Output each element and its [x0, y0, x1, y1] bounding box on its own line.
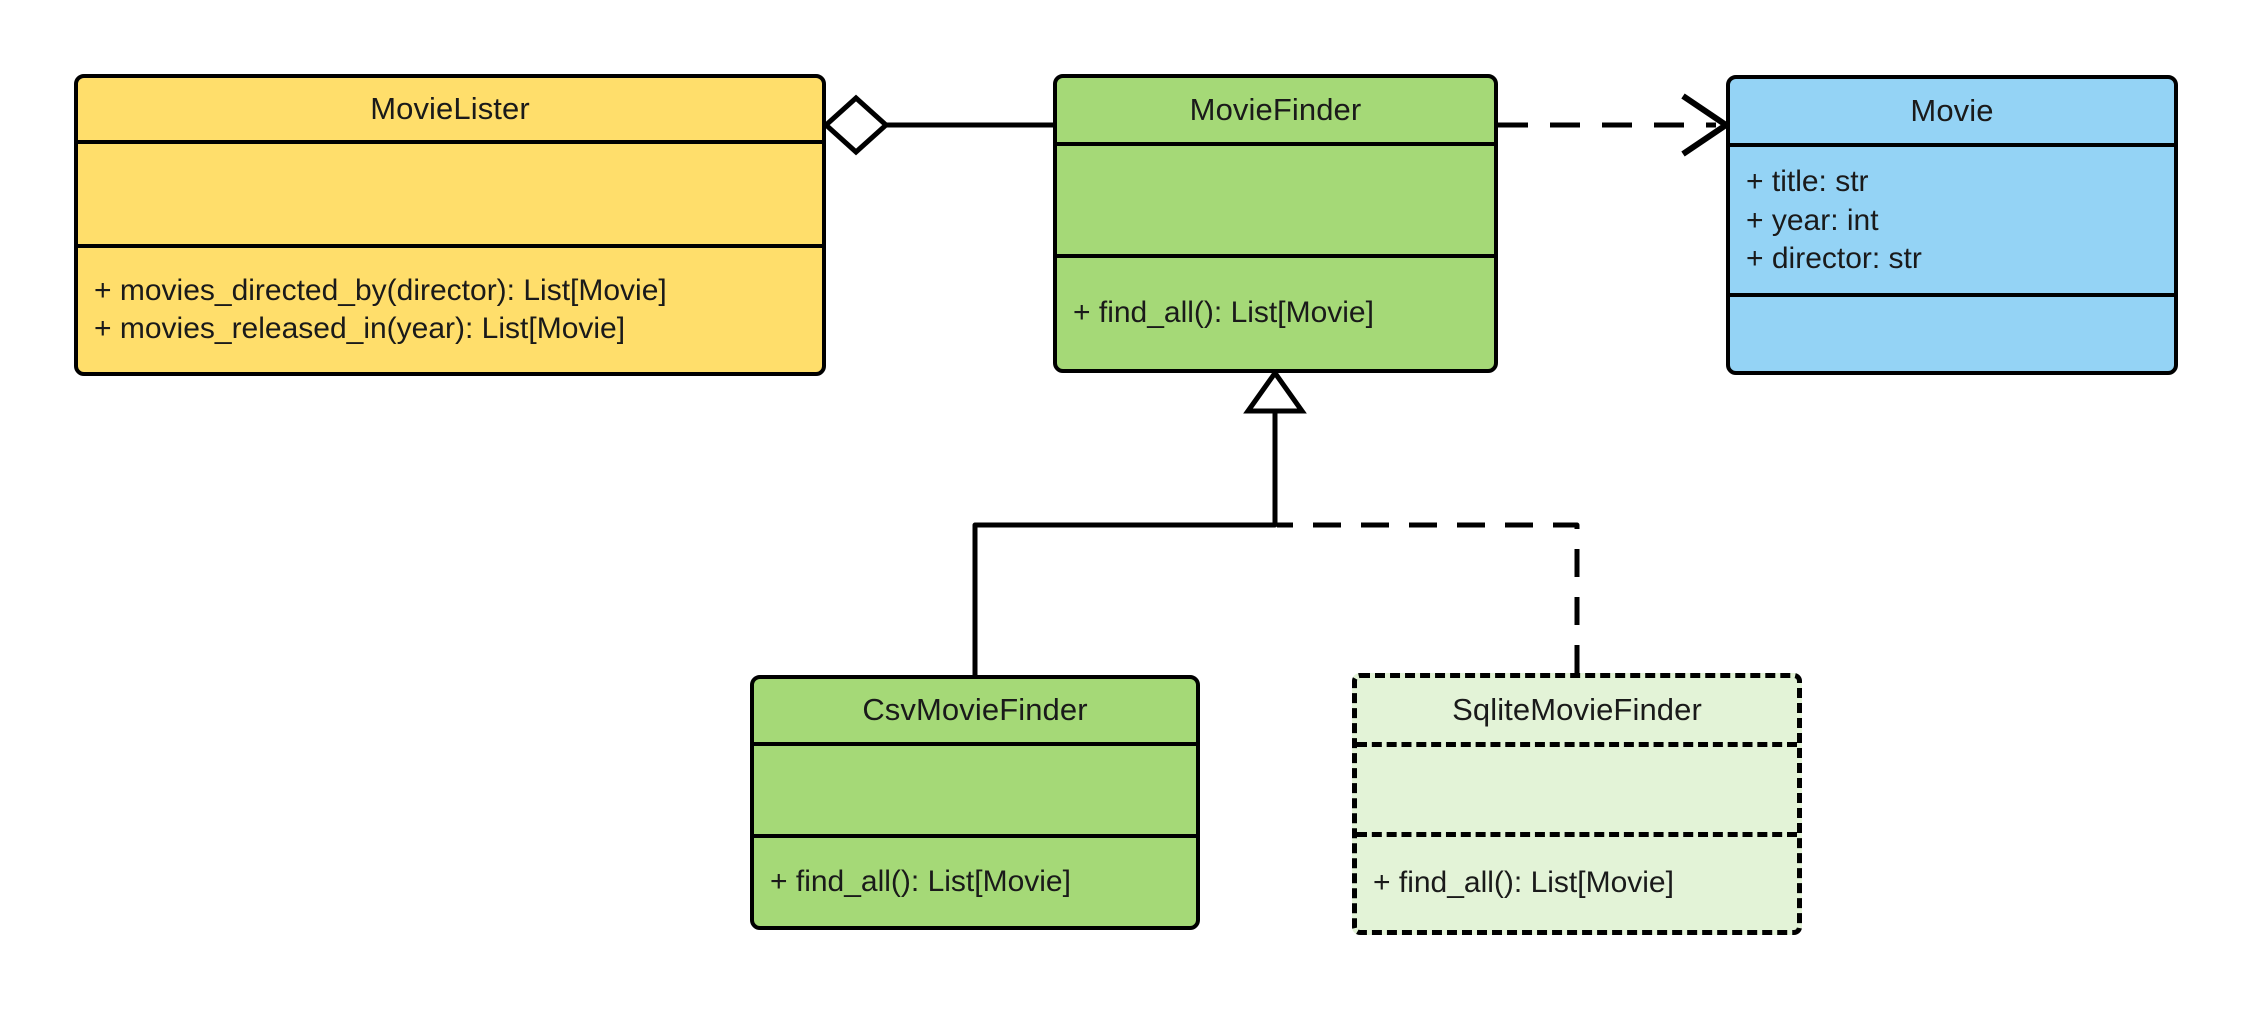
class-name-label: CsvMovieFinder [862, 692, 1088, 728]
class-name-compartment: MovieFinder [1057, 78, 1494, 142]
class-operations-compartment: + movies_directed_by(director): List[Mov… [78, 244, 822, 372]
operation-line: + movies_released_in(year): List[Movie] [94, 312, 626, 345]
operation-line: + find_all(): List[Movie] [770, 864, 1071, 898]
class-operations-compartment: + find_all(): List[Movie] [1357, 832, 1797, 930]
open-arrow-icon [1681, 93, 1732, 157]
class-name-compartment: MovieLister [78, 78, 822, 140]
class-name-label: MovieLister [370, 90, 530, 126]
hollow-diamond-icon [822, 94, 890, 156]
class-box-movie[interactable]: Movie + title: str + year: int + directo… [1726, 75, 2178, 375]
class-name-compartment: CsvMovieFinder [754, 679, 1196, 742]
generalization-solid-line [972, 410, 1278, 675]
operation-line: + find_all(): List[Movie] [1073, 296, 1374, 330]
relationship-aggregation-lister-finder[interactable] [822, 94, 1055, 156]
class-name-compartment: SqliteMovieFinder [1357, 678, 1797, 742]
class-name-label: MovieFinder [1189, 91, 1362, 127]
relationship-generalization-csv-finder[interactable] [972, 368, 1307, 675]
class-box-movie-finder[interactable]: MovieFinder + find_all(): List[Movie] [1053, 74, 1498, 373]
class-box-csv-movie-finder[interactable]: CsvMovieFinder + find_all(): List[Movie] [750, 675, 1200, 930]
class-attributes-compartment [78, 140, 822, 244]
class-name-label: SqliteMovieFinder [1452, 691, 1702, 727]
class-box-sqlite-movie-finder[interactable]: SqliteMovieFinder + find_all(): List[Mov… [1352, 673, 1802, 935]
attribute-line: + year: int [1746, 203, 1879, 237]
hollow-triangle-icon [1243, 368, 1307, 414]
class-attributes-compartment [1057, 142, 1494, 254]
operation-line: + movies_directed_by(director): List[Mov… [94, 273, 667, 307]
class-operations-compartment: + find_all(): List[Movie] [754, 834, 1196, 926]
class-operations-compartment [1730, 293, 2174, 371]
class-box-movie-lister[interactable]: MovieLister + movies_directed_by(directo… [74, 74, 826, 376]
class-attributes-compartment: + title: str + year: int + director: str [1730, 143, 2174, 293]
attribute-line: + title: str [1746, 165, 1869, 199]
class-name-compartment: Movie [1730, 79, 2174, 143]
generalization-dashed-line [1277, 522, 1580, 673]
attribute-line: + director: str [1746, 242, 1922, 276]
relationship-dependency-finder-movie[interactable] [1498, 93, 1732, 157]
class-attributes-compartment [754, 742, 1196, 834]
relationship-generalization-sqlite-finder[interactable] [1277, 522, 1580, 673]
class-name-label: Movie [1910, 92, 1994, 128]
class-operations-compartment: + find_all(): List[Movie] [1057, 254, 1494, 369]
operation-line: + find_all(): List[Movie] [1373, 866, 1674, 900]
class-attributes-compartment [1357, 742, 1797, 832]
